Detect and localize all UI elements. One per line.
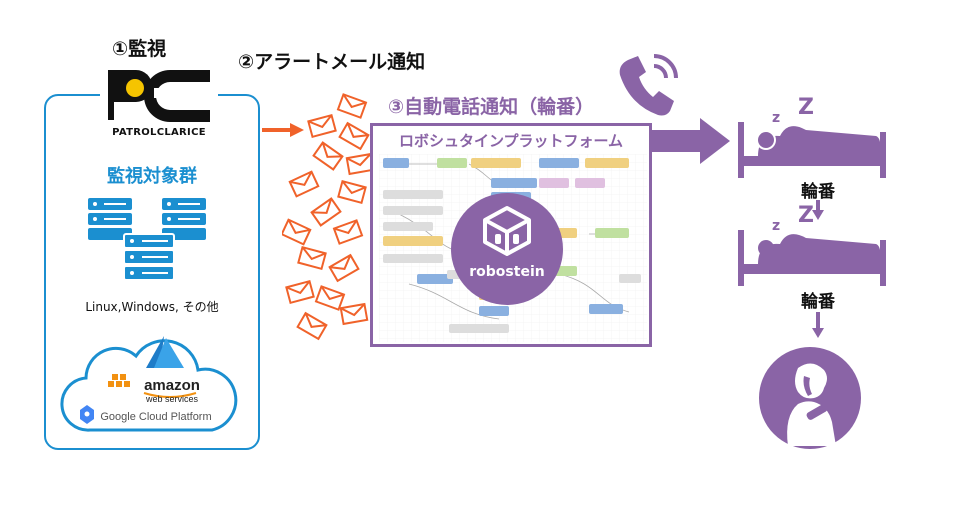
- rotation-label-1: 輪番: [801, 182, 835, 202]
- svg-text:z: z: [772, 110, 780, 126]
- cloud-icon: amazon web services Google Cloud Platfor…: [60, 336, 238, 432]
- svg-text:Z: Z: [798, 95, 814, 120]
- call-flow-arrow: [652, 118, 730, 164]
- step-monitoring-label: ①監視: [112, 38, 167, 60]
- rotation-arrow-1: [812, 200, 824, 220]
- svg-text:Z: Z: [798, 203, 814, 228]
- svg-text:z: z: [772, 218, 780, 234]
- server-icons: [88, 198, 206, 281]
- step-alert-mail-label: ②アラートメール通知: [238, 51, 426, 73]
- alert-mail-icons: [282, 93, 374, 340]
- step-auto-call-label: ③自動電話通知（輪番）: [388, 96, 595, 118]
- sleeping-person-icon-2: Z z: [738, 203, 886, 286]
- aws-subtitle: web services: [145, 394, 199, 404]
- person-answering-phone-icon: [759, 347, 861, 449]
- platform-title: ロボシュタインプラットフォーム: [398, 132, 624, 150]
- gcp-wordmark: Google Cloud Platform: [100, 411, 211, 423]
- rotation-arrow-2: [812, 312, 824, 338]
- phone-icon: [619, 54, 678, 116]
- patrolclarice-wordmark: PATROLCLARICE: [112, 127, 206, 138]
- gcp-icon: [80, 405, 94, 424]
- sleeping-person-icon-1: Z z: [738, 95, 886, 178]
- alert-arrow: [262, 123, 304, 137]
- azure-icon: [146, 336, 184, 368]
- aws-wordmark: amazon: [144, 377, 200, 394]
- robostein-wordmark: robostein: [469, 264, 545, 280]
- monitored-group-title: 監視対象群: [107, 166, 197, 187]
- rotation-label-2: 輪番: [801, 292, 835, 312]
- os-list-label: Linux,Windows, その他: [85, 300, 219, 314]
- aws-cubes-icon: [108, 374, 130, 387]
- patrolclarice-logo: [100, 66, 218, 126]
- robostein-logo: [451, 193, 563, 305]
- robostein-platform-panel: ロボシュタインプラットフォーム: [370, 123, 652, 347]
